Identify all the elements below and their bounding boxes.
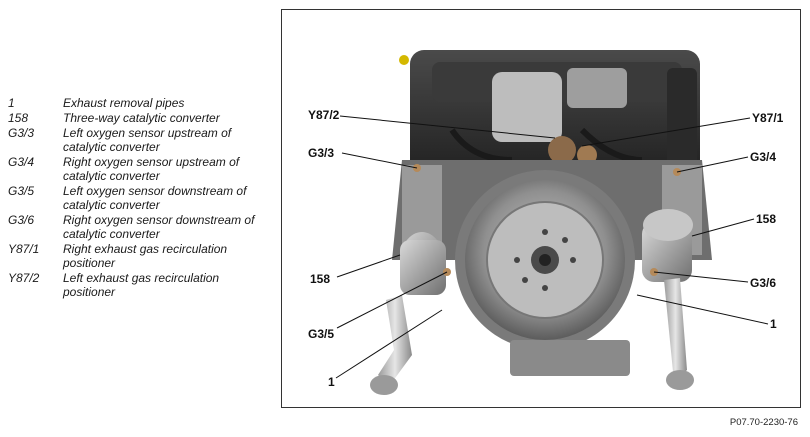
- legend-item-1: 1 Exhaust removal pipes: [8, 96, 270, 110]
- legend-code: G3/6: [8, 213, 35, 227]
- legend-code: G3/3: [8, 126, 35, 140]
- legend-description: Right oxygen sensor upstream of catalyti…: [63, 155, 240, 183]
- engine-illustration: [335, 50, 769, 395]
- legend-item-g3-4: G3/4 Right oxygen sensor upstream of cat…: [8, 155, 270, 183]
- callout-g3-4: G3/4: [750, 150, 777, 164]
- legend: 1 Exhaust removal pipes 158 Three-way ca…: [8, 96, 270, 300]
- callout-g3-5: G3/5: [308, 327, 335, 341]
- legend-item-g3-6: G3/6 Right oxygen sensor downstream of c…: [8, 213, 270, 241]
- callout-y87-1: Y87/1: [752, 111, 784, 125]
- legend-code: G3/5: [8, 184, 35, 198]
- oil-pan: [510, 340, 630, 376]
- legend-description: Right oxygen sensor downstream of cataly…: [63, 213, 255, 241]
- figure-reference-id: P07.70-2230-76: [729, 417, 798, 428]
- legend-code: 158: [8, 111, 29, 125]
- legend-code: G3/4: [8, 155, 35, 169]
- legend-item-158: 158 Three-way catalytic converter: [8, 111, 270, 125]
- legend-code: Y87/2: [8, 271, 40, 285]
- legend-description: Left oxygen sensor downstream of catalyt…: [63, 184, 247, 212]
- legend-item-g3-3: G3/3 Left oxygen sensor upstream of cata…: [8, 126, 270, 154]
- callout-158-right: 158: [756, 212, 777, 226]
- legend-code: Y87/1: [8, 242, 40, 256]
- legend-item-g3-5: G3/5 Left oxygen sensor downstream of ca…: [8, 184, 270, 212]
- legend-description: Three-way catalytic converter: [63, 111, 220, 125]
- callout-g3-3: G3/3: [308, 146, 335, 160]
- callout-1-right: 1: [770, 317, 777, 331]
- callout-1-left: 1: [328, 375, 335, 389]
- right-catalytic-converter: [642, 209, 694, 390]
- callout-y87-2: Y87/2: [308, 108, 340, 122]
- callout-158-left: 158: [310, 272, 331, 286]
- legend-description: Left oxygen sensor upstream of catalytic…: [63, 126, 232, 154]
- legend-description: Exhaust removal pipes: [63, 96, 185, 110]
- legend-description: Left exhaust gas recirculation positione…: [63, 271, 220, 299]
- legend-code: 1: [8, 96, 15, 110]
- legend-item-y87-2: Y87/2 Left exhaust gas recirculation pos…: [8, 271, 270, 299]
- flywheel: [455, 170, 635, 350]
- engine-figure: Y87/2 Y87/1 G3/3 G3/4 158 158 G3/6 G3/5 …: [281, 9, 801, 408]
- leader-lines: [335, 115, 769, 379]
- callout-g3-6: G3/6: [750, 276, 777, 290]
- left-catalytic-converter: [370, 232, 446, 395]
- legend-item-y87-1: Y87/1 Right exhaust gas recirculation po…: [8, 242, 270, 270]
- legend-description: Right exhaust gas recirculation position…: [63, 242, 228, 270]
